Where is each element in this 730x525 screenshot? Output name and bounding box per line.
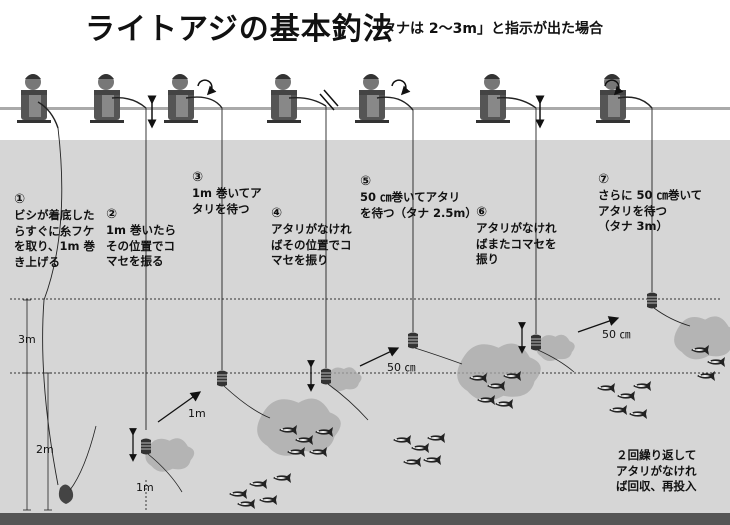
step-4-line: アタリがなけれ xyxy=(271,222,352,236)
step-6: ⑥ アタリがなけれ ばまたコマセを 振り xyxy=(476,205,557,268)
step-1-line: き上げる xyxy=(14,254,60,269)
step-7-line: さらに 50 ㎝巻いて xyxy=(598,188,703,202)
repeat-note-line: アタリがなけれ xyxy=(616,463,697,478)
step-5-line: 50 ㎝巻いてアタリ xyxy=(360,190,461,204)
step-7-number: ⑦ xyxy=(598,172,610,187)
angler-3 xyxy=(164,74,198,123)
step-1-number: ① xyxy=(14,192,26,207)
step-6-line: ばまたコマセを xyxy=(476,236,557,251)
depth-label-2m: 2m xyxy=(36,443,54,456)
angler-4 xyxy=(267,74,301,123)
move-label-50cm-2: 50 ㎝ xyxy=(602,328,631,341)
step-5-number: ⑤ xyxy=(360,174,372,189)
step-3-number: ③ xyxy=(192,170,204,185)
step-4: ④ アタリがなけれ ばその位置でコ マセを振り xyxy=(271,206,352,269)
repeat-note-line: ば回収、再投入 xyxy=(616,479,697,493)
step-3: ③ 1m 巻いてア タリを待つ xyxy=(192,170,262,217)
depth-label-3m: 3m xyxy=(18,333,36,346)
sea-floor xyxy=(0,513,730,525)
step-7-line: アタリを待つ xyxy=(598,203,667,218)
step-7-line: （タナ 3m） xyxy=(598,219,668,233)
step-1-line: ビシが着底した xyxy=(14,208,95,222)
step-6-line: 振り xyxy=(476,252,499,266)
step-2-line: 1m 巻いたら xyxy=(106,223,176,237)
step-7: ⑦ さらに 50 ㎝巻いて アタリを待つ （タナ 3m） xyxy=(598,172,702,235)
angler-2 xyxy=(90,74,124,123)
step-5: ⑤ 50 ㎝巻いてアタリ を待つ（タナ 2.5m） xyxy=(360,174,477,221)
step-2-line: その位置でコ xyxy=(106,238,175,253)
step-3-line: タリを待つ xyxy=(192,201,250,216)
step-2: ② 1m 巻いたら その位置でコ マセを振る xyxy=(106,207,176,270)
leaders xyxy=(69,307,691,493)
angler-5 xyxy=(355,74,389,123)
step-4-line: マセを振り xyxy=(271,253,329,267)
angler-6 xyxy=(476,74,510,123)
step-1-line: を取り、1m 巻 xyxy=(14,239,96,253)
diagram-subtitle: 「タナは 2〜3m」と指示が出た場合 xyxy=(368,21,603,37)
angler-1 xyxy=(17,74,51,123)
fishing-lines xyxy=(42,106,653,486)
depth-label-1m: 1m xyxy=(136,481,154,494)
move-label-50cm-1: 50 ㎝ xyxy=(387,361,416,374)
angler-7 xyxy=(596,74,630,123)
depth-scale xyxy=(23,299,52,511)
step-2-line: マセを振る xyxy=(106,254,164,268)
step-6-number: ⑥ xyxy=(476,205,488,220)
step-3-line: 1m 巻いてア xyxy=(192,186,262,200)
step-2-number: ② xyxy=(106,207,118,222)
water-area xyxy=(0,140,730,515)
step-4-number: ④ xyxy=(271,206,283,221)
step-1-line: らすぐに糸フケ xyxy=(14,223,95,238)
step-5-line: を待つ（タナ 2.5m） xyxy=(360,205,477,220)
diagram-title: ライトアジの基本釣法 xyxy=(85,12,394,47)
step-6-line: アタリがなけれ xyxy=(476,221,557,235)
weights xyxy=(58,292,658,504)
step-4-line: ばその位置でコ xyxy=(271,237,352,252)
move-arrows xyxy=(129,316,620,512)
fishing-rods xyxy=(37,96,653,129)
repeat-note-line: ２回繰り返して xyxy=(616,448,697,462)
motion-icons xyxy=(147,79,624,129)
move-label-1m: 1m xyxy=(188,407,206,420)
step-1: ① ビシが着底した らすぐに糸フケ を取り、1m 巻 き上げる xyxy=(14,192,95,270)
repeat-note: ２回繰り返して アタリがなけれ ば回収、再投入 xyxy=(616,448,697,495)
